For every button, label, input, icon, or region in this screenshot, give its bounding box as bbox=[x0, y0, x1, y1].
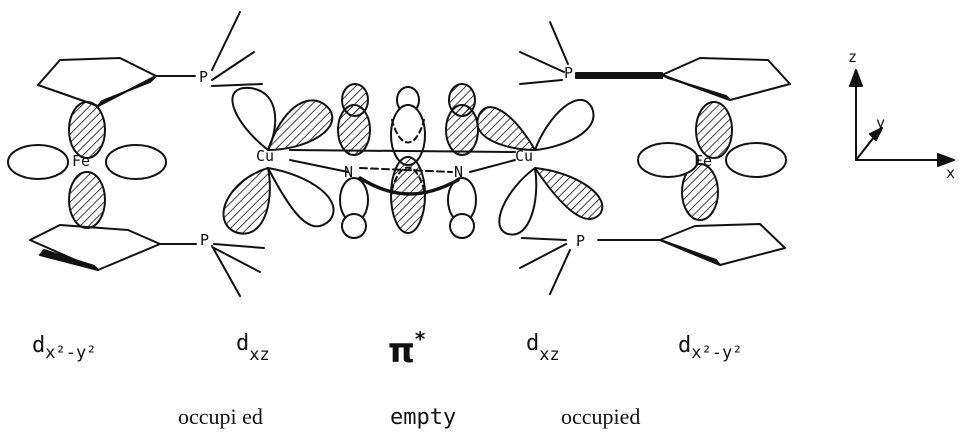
atom-p-bottom-right: P bbox=[576, 232, 585, 250]
occupancy-labels: occupi ed empty occupied bbox=[178, 404, 640, 430]
right-top-phosphine bbox=[519, 21, 569, 85]
axis-label-x: x bbox=[946, 164, 955, 182]
axis-label-y: y bbox=[876, 114, 885, 132]
atom-fe-right: Fe bbox=[694, 152, 712, 170]
left-bottom-phosphine bbox=[211, 243, 265, 297]
right-bottom-phosphine bbox=[519, 237, 571, 295]
atom-p-top-right: P bbox=[564, 64, 573, 82]
orbital-label-right-cu-main: d bbox=[526, 331, 539, 356]
atom-p-top-left: P bbox=[199, 68, 208, 86]
orbital-label-left-cu-main: d bbox=[236, 331, 249, 356]
orbital-label-bridge-sup: * bbox=[415, 327, 426, 351]
orbital-label-left-cu-sub: xz bbox=[249, 345, 269, 365]
orbital-labels: dx²-y² dxz π* dxz dx²-y² bbox=[32, 327, 742, 371]
atom-cu-left: Cu bbox=[256, 147, 274, 165]
orbital-label-left-cu: dxz bbox=[236, 331, 270, 365]
left-bottom-cyclopentadienyl bbox=[29, 224, 197, 271]
coordinate-axes bbox=[849, 69, 955, 167]
orbital-label-left-fe-sub: x²-y² bbox=[45, 343, 96, 363]
atom-labels: Fe Fe Cu Cu N N P P P P bbox=[72, 64, 712, 250]
orbital-label-bridge: π* bbox=[388, 327, 426, 371]
axis-labels: z y x bbox=[848, 48, 955, 182]
orbital-label-right-cu: dxz bbox=[526, 331, 560, 365]
right-bottom-cyclopentadienyl bbox=[597, 223, 786, 266]
orbital-label-right-fe-main: d bbox=[678, 333, 691, 358]
occupancy-middle: empty bbox=[390, 405, 456, 430]
atom-cu-right: Cu bbox=[515, 147, 533, 165]
atom-fe-left: Fe bbox=[72, 152, 90, 170]
atom-n-left: N bbox=[344, 163, 353, 181]
bridge-pi-star-orbital bbox=[337, 83, 479, 239]
left-fe-dx2y2-orbital bbox=[7, 101, 167, 229]
bridge-bonds bbox=[289, 149, 516, 196]
right-cu-dxz-orbital bbox=[476, 99, 604, 236]
right-top-cyclopentadienyl bbox=[575, 57, 791, 101]
orbital-label-right-cu-sub: xz bbox=[539, 345, 559, 365]
left-top-cyclopentadienyl bbox=[37, 57, 196, 107]
orbital-label-right-fe-sub: x²-y² bbox=[691, 343, 742, 363]
orbital-label-left-fe: dx²-y² bbox=[32, 333, 96, 363]
atom-n-right: N bbox=[454, 163, 463, 181]
orbital-label-right-fe: dx²-y² bbox=[678, 333, 742, 363]
occupancy-right: occupied bbox=[561, 404, 640, 429]
left-cu-dxz-orbital bbox=[222, 86, 335, 235]
occupancy-left: occupi ed bbox=[178, 404, 263, 429]
orbital-label-left-fe-main: d bbox=[32, 333, 45, 358]
left-top-phosphine bbox=[211, 11, 263, 87]
axis-label-z: z bbox=[848, 48, 857, 66]
orbital-label-bridge-main: π bbox=[388, 331, 415, 371]
atom-p-bottom-left: P bbox=[200, 231, 209, 249]
right-fe-dx2y2-orbital bbox=[637, 101, 787, 221]
